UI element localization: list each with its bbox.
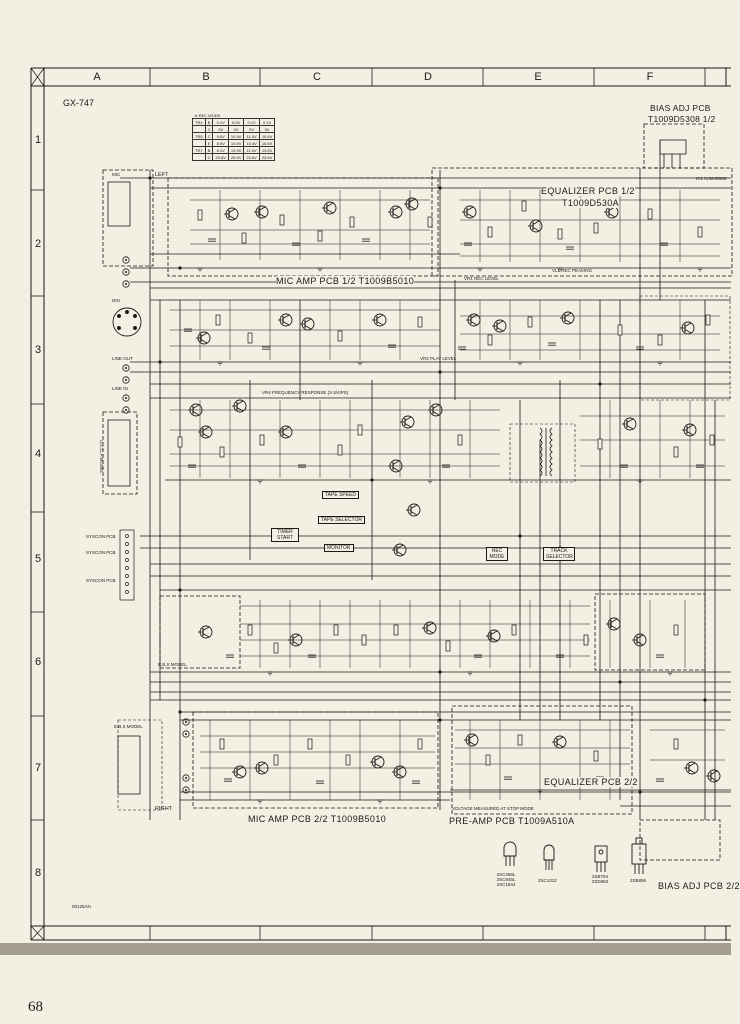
table-cell: 9.5V — [212, 132, 229, 140]
syscon-label-3: SYSCON PCB — [86, 578, 116, 583]
grid-row-label: 4 — [34, 448, 42, 460]
table-cell: 23.6V — [212, 153, 229, 161]
grid-row-label: 8 — [34, 867, 42, 879]
freq-response-label: VR4 FREQUENCY RESPONSE (3-3/4IPS) — [262, 390, 349, 395]
din-label: DIN — [112, 298, 120, 303]
table-cell: 0.1V — [258, 118, 276, 126]
line-out-label: LINE OUT — [112, 356, 133, 361]
tape-speed-switch-box: TAPE SPEED — [322, 491, 360, 499]
grid-column-label: A — [93, 71, 101, 83]
table-cell — [192, 153, 206, 161]
table-cell: C — [204, 125, 214, 133]
grid-row-label: 6 — [34, 656, 42, 668]
grid-row-label: 1 — [34, 134, 42, 146]
transistor-label-4: 2SB856 — [630, 878, 647, 883]
table-cell: 10.4V — [243, 139, 260, 147]
transistor-label-1: 2SC458L 2SC945L 2SC1844 — [496, 872, 516, 887]
table-cell: B — [204, 146, 214, 154]
mic-amp-pcb-1-title: MIC AMP PCB 1/2 T1009B5010 — [276, 276, 415, 286]
syscon-label-1: SYSCON PCB — [86, 534, 116, 539]
scan-edge-shadow — [0, 943, 731, 955]
ic1-label: IC1 NJM4558D — [696, 176, 727, 181]
line-in-label: LINE IN — [112, 386, 128, 391]
track-selector-switch-box: TRACK SELECTOR — [543, 547, 575, 561]
monitor-switch-box: MONITOR — [324, 544, 354, 552]
table-cell: C — [204, 153, 214, 161]
table-cell: 0V — [212, 125, 229, 133]
rec-mode-switch-box: REC MODE — [486, 547, 508, 561]
table-cell: 0V — [258, 125, 276, 133]
table-cell: 0V — [243, 125, 260, 133]
table-cell: 25.0V — [227, 153, 245, 161]
pre-amp-pcb-title: PRE-AMP PCB T1009A510A — [449, 816, 575, 826]
table-cell: 0V — [227, 125, 245, 133]
table-cell — [192, 139, 206, 147]
peaking-label: VL1 REC PEAKING — [552, 268, 593, 273]
table-cell: 8.5V — [212, 139, 229, 147]
footer-code: 00125AN — [72, 904, 91, 909]
grid-column-label: F — [646, 71, 654, 83]
ucc-model-label: U,C,C,A MODEL — [99, 440, 104, 474]
esb-model-label: E,B,S MODEL — [158, 662, 187, 667]
table-cell: 10.5V — [227, 132, 245, 140]
bias-adj-pcb-part: T1009D5308 1/2 — [648, 114, 716, 124]
table-cell: 23.6V — [258, 153, 276, 161]
grid-column-label: D — [424, 71, 432, 83]
model-title: GX-747 — [63, 98, 95, 108]
table-cell: 0.1V — [212, 118, 229, 126]
grid-column-label: C — [313, 71, 321, 83]
equalizer-pcb-2-title: EQUALIZER PCB 2/2 — [544, 777, 638, 787]
table-cell: 0.5V — [227, 118, 245, 126]
transistor-label-2: 2SC1312 — [538, 878, 557, 883]
table-cell: E — [204, 139, 214, 147]
table-cell: B — [204, 118, 214, 126]
equalizer-pcb-1-title: EQUALIZER PCB 1/2 — [541, 186, 635, 196]
grid-row-label: 3 — [34, 344, 42, 356]
left-channel-label: LEFT — [155, 172, 169, 178]
esb-model-label-2: E,B,S MODEL — [114, 724, 143, 729]
right-channel-label: RIGHT — [155, 806, 173, 812]
table-cell: 0.1V — [243, 118, 260, 126]
table-cell: TR5 — [192, 132, 206, 140]
table-cell: 8.1V — [212, 146, 229, 154]
table-cell: C — [204, 132, 214, 140]
table-cell: TR7 — [192, 146, 206, 154]
timer-start-switch-box: TIMER START — [271, 528, 299, 542]
grid-column-label: E — [534, 71, 542, 83]
grid-column-label: B — [202, 71, 210, 83]
page-number: 68 — [28, 999, 43, 1015]
syscon-label-2: SYSCON PCB — [86, 550, 116, 555]
play-level-label: VR2 PLAY LEVEL — [420, 356, 457, 361]
table-cell: 11.0V — [243, 132, 260, 140]
table-cell: 13.9V — [227, 146, 245, 154]
table-cell: 11.0V — [243, 146, 260, 154]
mic-label: MIC — [112, 172, 121, 177]
table-cell: 13.6V — [258, 146, 276, 154]
grid-row-label: 5 — [34, 553, 42, 565]
rec-level-label: VR1 REC LEVEL — [464, 276, 499, 281]
transistor-label-3: 2SB764 2SD863 — [591, 874, 609, 884]
table-cell: 23.5V — [243, 153, 260, 161]
table-cell: TR4 — [192, 118, 206, 126]
table-cell — [192, 125, 206, 133]
grid-row-label: 2 — [34, 238, 42, 250]
table-cell: 10.6V — [258, 132, 276, 140]
bias-adj-pcb-2-title: BIAS ADJ PCB 2/2 — [658, 881, 740, 891]
table-cell: 10.6V — [258, 139, 276, 147]
bias-adj-pcb-title: BIAS ADJ PCB — [650, 103, 711, 113]
equalizer-pcb-1-part: T1009D530A — [562, 198, 620, 208]
mic-amp-pcb-2-title: MIC AMP PCB 2/2 T1009B5010 — [248, 814, 387, 824]
mode-table-header: H-REC MODE — [194, 112, 221, 118]
table-cell: 10.5V — [227, 139, 245, 147]
voltage-note: VOLTAGE MEASURED AT STOP MODE — [452, 806, 534, 811]
tape-selector-switch-box: TAPE SELECTOR — [318, 516, 365, 524]
grid-row-label: 7 — [34, 762, 42, 774]
